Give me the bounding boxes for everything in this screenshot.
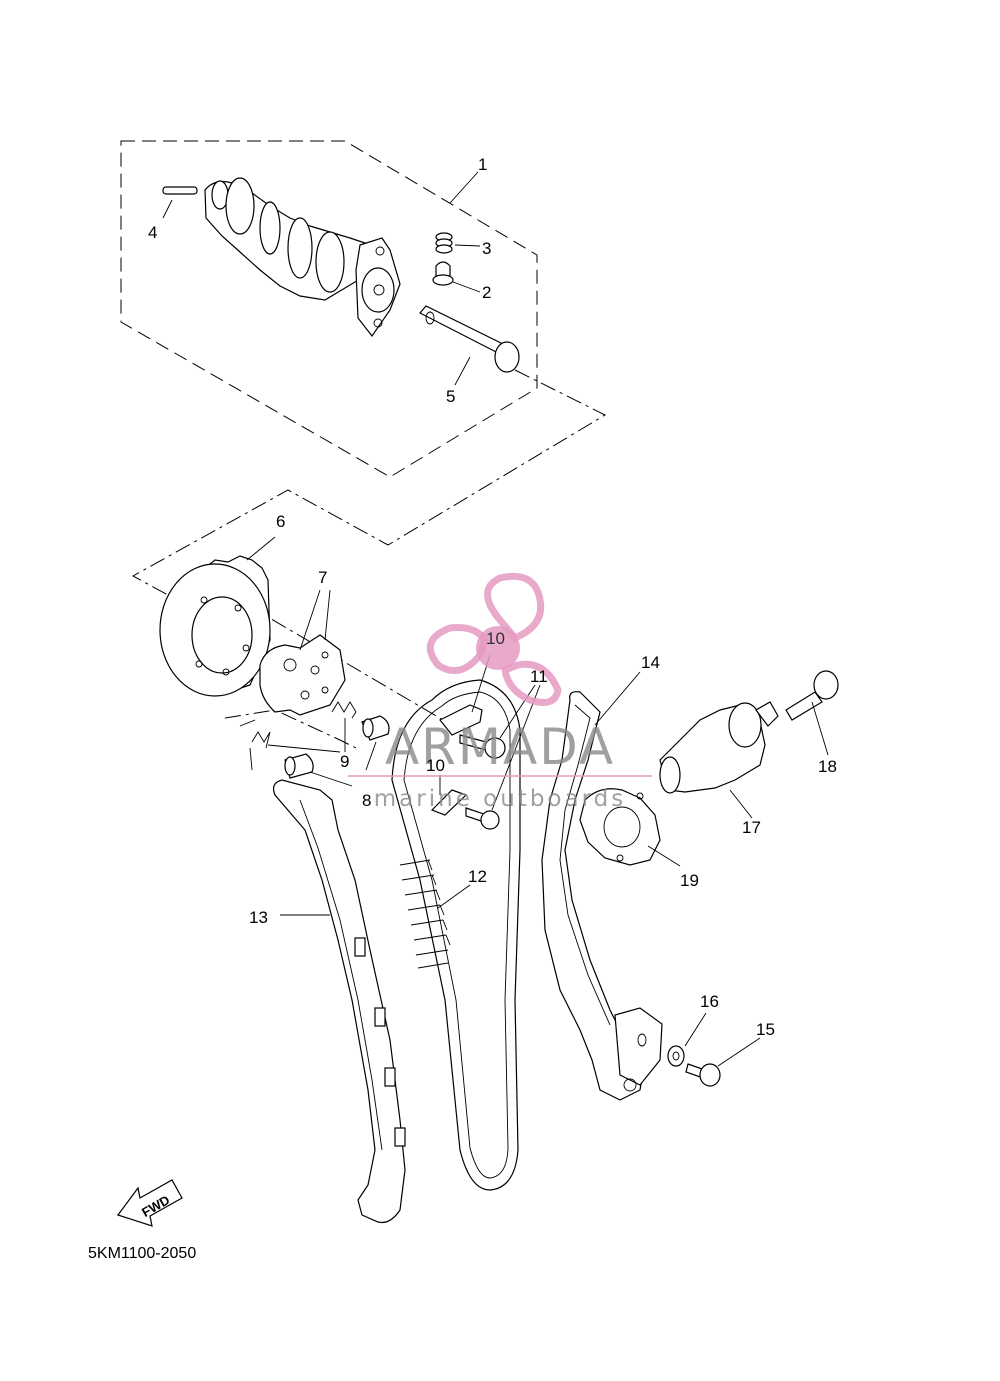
- alignment-lines: [131, 369, 607, 751]
- callout-5: 5: [446, 387, 455, 406]
- callout-9: 9: [340, 752, 349, 771]
- diagram-code: 5KM1100-2050: [88, 1245, 196, 1262]
- callout-13: 13: [249, 908, 268, 927]
- callout-18: 18: [818, 757, 837, 776]
- part-1-camshaft: [204, 171, 479, 338]
- part-12-cam-chain: [391, 679, 521, 1191]
- watermark-brand: ARMADA: [385, 718, 615, 776]
- part-3-spring: [435, 232, 481, 254]
- part-16-washer: [667, 1012, 707, 1067]
- part-13-chain-guide: [272, 779, 406, 1224]
- callout-7: 7: [318, 568, 327, 587]
- part-6-cam-sprocket: [159, 536, 276, 697]
- part-17-tensioner: [659, 701, 779, 819]
- fwd-arrow: FWD: [117, 1179, 183, 1227]
- part-7-plate: [259, 589, 346, 716]
- callout-10-upper: 10: [486, 629, 505, 648]
- part-5-shaft: [419, 305, 520, 386]
- part-4-dowel-pin: [162, 186, 198, 219]
- part-19-gasket: [579, 788, 681, 867]
- callout-19: 19: [680, 871, 699, 890]
- callout-2: 2: [482, 283, 491, 302]
- propeller-logo: [426, 572, 562, 706]
- callout-11: 11: [530, 667, 548, 686]
- callout-6: 6: [276, 512, 285, 531]
- callout-3: 3: [482, 239, 491, 258]
- camshaft-assembly-boundary: [120, 140, 538, 478]
- callout-12: 12: [468, 867, 487, 886]
- part-8-pins: [284, 715, 390, 787]
- callout-15: 15: [756, 1020, 775, 1039]
- part-9-springs: [239, 701, 357, 771]
- callout-10-lower: 10: [426, 756, 445, 775]
- part-18-bolt: [785, 670, 839, 756]
- callout-14: 14: [641, 653, 660, 672]
- part-14-tensioner-guide: [541, 671, 663, 1101]
- callout-4: 4: [148, 223, 157, 242]
- watermark-tagline: marine outboards: [374, 786, 626, 812]
- armada-watermark: ARMADA marine outboards: [348, 572, 652, 812]
- callout-16: 16: [700, 992, 719, 1011]
- callout-17: 17: [742, 818, 761, 837]
- callout-1: 1: [478, 155, 487, 174]
- callout-labels: 1 2 3 4 5 6 7 8 9 10 10 11 12 13 14 15 1…: [148, 155, 837, 1039]
- part-11-bolts: [459, 684, 541, 830]
- callout-8: 8: [362, 791, 371, 810]
- part-15-bolt: [685, 1037, 761, 1087]
- part-2-pin: [432, 261, 481, 293]
